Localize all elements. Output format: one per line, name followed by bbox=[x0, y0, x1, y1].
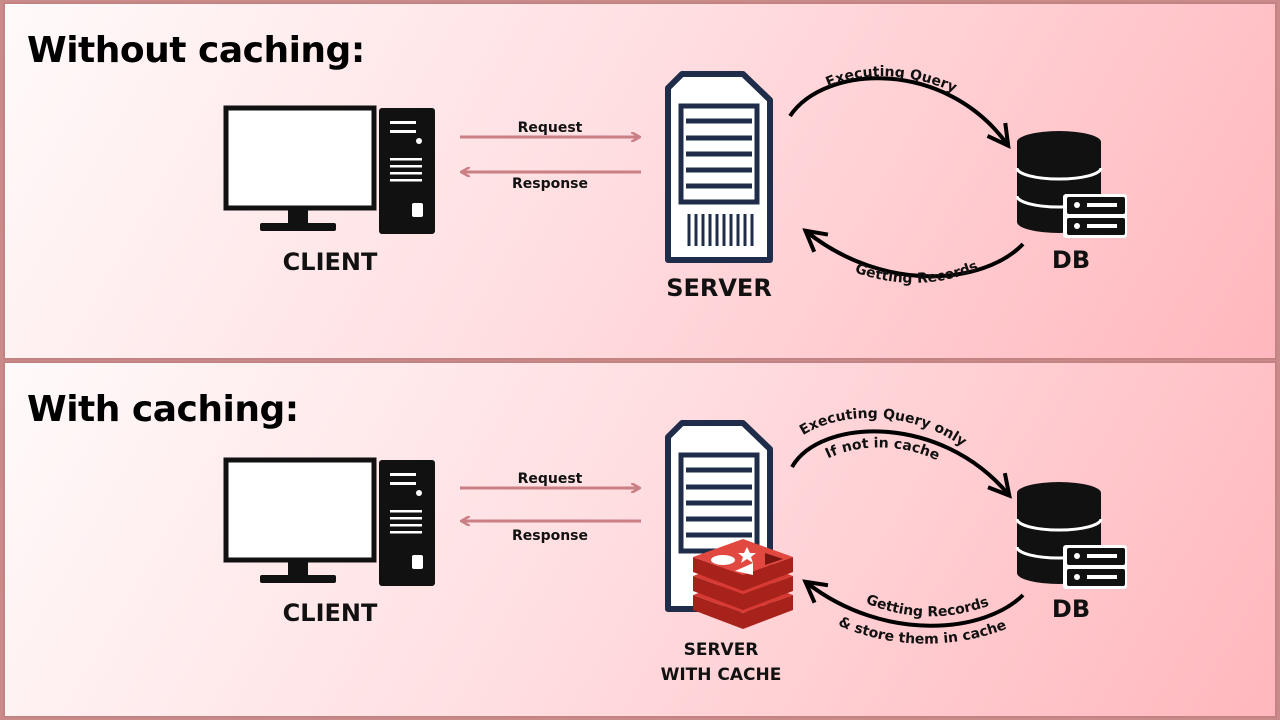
response-label: Response bbox=[512, 528, 588, 544]
response-label: Response bbox=[512, 176, 588, 192]
server-label: SERVER bbox=[666, 274, 772, 302]
records-arrow bbox=[807, 583, 1025, 628]
records-label: Getting Records bbox=[853, 258, 980, 287]
server-label-line1: SERVER bbox=[684, 640, 759, 660]
db-label: DB bbox=[1052, 595, 1090, 623]
client-label: CLIENT bbox=[283, 599, 378, 627]
records-label-line1: Getting Records bbox=[864, 592, 991, 621]
cache-redis-icon bbox=[693, 539, 793, 629]
client-computer-icon bbox=[223, 105, 435, 234]
database-icon bbox=[1015, 131, 1127, 238]
query-arrow bbox=[790, 429, 1008, 494]
server-label-line2: WITH CACHE bbox=[661, 665, 782, 685]
database-icon bbox=[1015, 482, 1127, 589]
server-icon bbox=[665, 71, 773, 263]
panel-without-caching: Without caching: CLIEN bbox=[3, 2, 1277, 360]
section-heading: With caching: bbox=[27, 389, 299, 430]
request-label: Request bbox=[518, 471, 583, 487]
panel-with-caching: With caching: bbox=[3, 361, 1277, 718]
db-label: DB bbox=[1052, 246, 1090, 274]
records-arrow bbox=[807, 232, 1025, 279]
query-arrow bbox=[788, 76, 1007, 144]
section-heading: Without caching: bbox=[27, 30, 365, 71]
request-label: Request bbox=[518, 120, 583, 136]
client-computer-icon bbox=[223, 457, 435, 586]
client-label: CLIENT bbox=[283, 248, 378, 276]
